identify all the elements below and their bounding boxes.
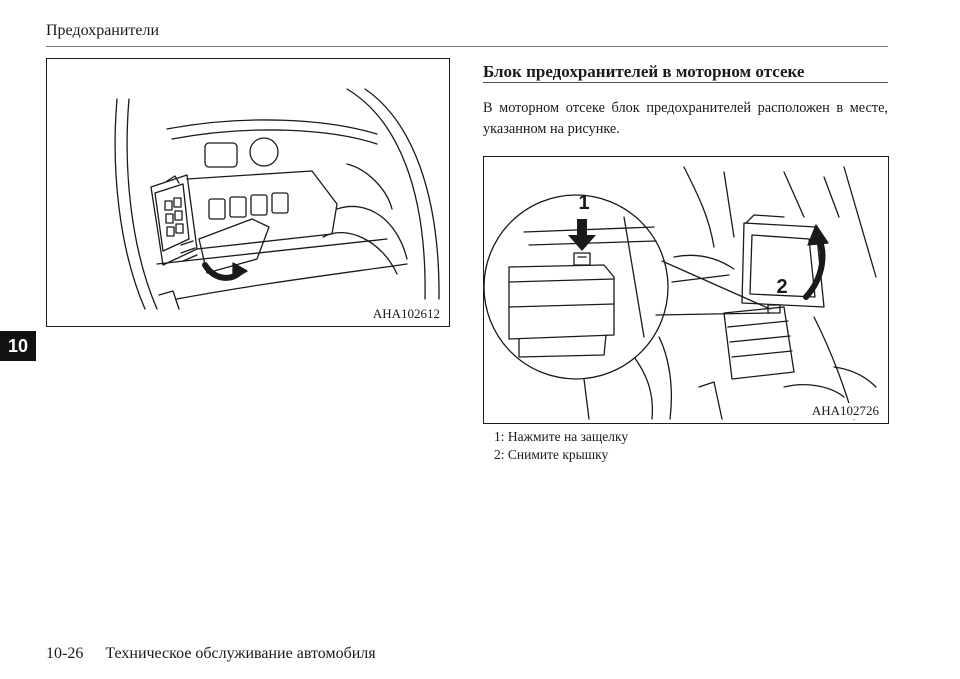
page-footer: 10-26 Техническое обслуживание автомобил… <box>46 645 376 663</box>
callout-1: 1 <box>578 192 589 214</box>
legend-number: 1: <box>494 429 505 444</box>
legend-number: 2: <box>494 447 505 462</box>
section-title: Блок предохранителей в моторном отсеке <box>483 62 805 81</box>
engine-fuse-box-illustration: 1 2 <box>484 166 877 420</box>
legend-text: Нажмите на защелку <box>507 429 629 444</box>
page-number: 10-26 <box>46 645 84 662</box>
header-title: Предохранители <box>46 22 160 39</box>
figure-code: AHA102726 <box>808 403 882 419</box>
footer-title: Техническое обслуживание автомобиля <box>105 645 376 662</box>
legend-item: 2: Снимите крышку <box>494 446 628 464</box>
figure-code: AHA102612 <box>369 306 443 322</box>
dashboard-illustration <box>114 88 440 310</box>
figure-engine-fuse-box: 1 2 AHA102726 <box>483 156 889 424</box>
section-rule <box>483 82 888 83</box>
section-body: В моторном отсеке блок предохранителей р… <box>483 100 888 137</box>
chapter-tab: 10 <box>0 331 36 361</box>
figure-legend: 1: Нажмите на защелку 2: Снимите крышку <box>494 428 628 464</box>
header-rule <box>46 46 888 47</box>
legend-item: 1: Нажмите на защелку <box>494 428 628 446</box>
figure-dashboard-fuse-panel: AHA102612 <box>46 58 450 327</box>
legend-text: Снимите крышку <box>507 447 609 462</box>
callout-2: 2 <box>776 276 787 298</box>
